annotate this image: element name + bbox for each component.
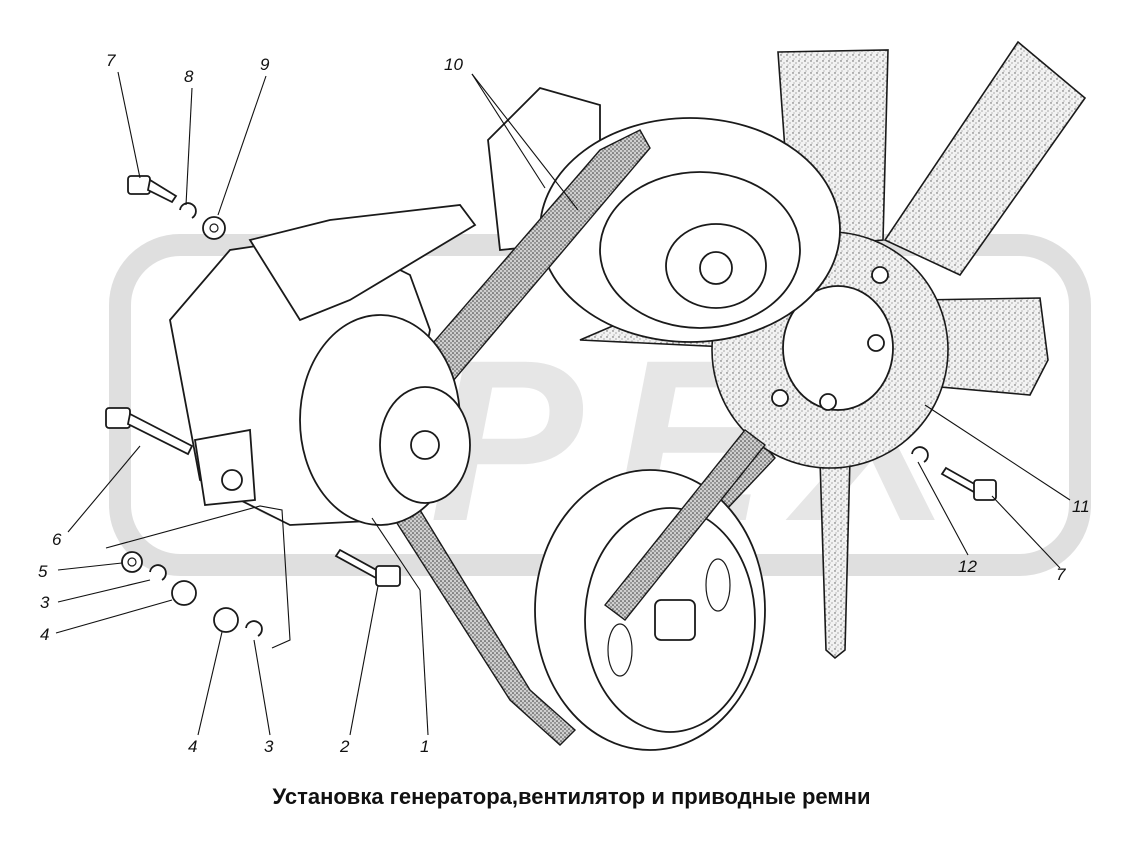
crank-pulley-slot <box>705 558 731 612</box>
callout-4-left: 4 <box>40 625 49 644</box>
callout-7-right: 7 <box>1056 565 1066 584</box>
callout-10: 10 <box>444 55 463 74</box>
callout-3-center: 3 <box>264 737 274 756</box>
callout-8: 8 <box>184 67 194 86</box>
callout-11: 11 <box>1072 497 1090 516</box>
generator <box>169 204 477 526</box>
callout-9: 9 <box>260 55 270 74</box>
fan-bolt-hole <box>871 266 889 284</box>
generator-mount-hole <box>221 469 243 491</box>
fan-bolt-hole <box>771 389 789 407</box>
callout-2: 2 <box>339 737 350 756</box>
fan-bolt-hole <box>867 334 885 352</box>
crank-pulley-slot <box>607 623 633 677</box>
bolt-7-right <box>940 466 997 501</box>
generator-bracket <box>248 204 477 322</box>
bolt-7-left <box>127 175 178 204</box>
callout-5: 5 <box>38 562 48 581</box>
fan-hub-bore <box>782 285 894 411</box>
fan-blade-top-right <box>883 40 1087 277</box>
nut-4-left <box>171 580 197 606</box>
fasteners <box>105 175 997 637</box>
diagram-caption: Установка генератора,вентилятор и привод… <box>272 784 871 809</box>
generator-mount-foot <box>193 428 256 506</box>
washer-5 <box>121 551 143 573</box>
leader-lines <box>55 71 1071 736</box>
callout-6: 6 <box>52 530 62 549</box>
nut-4-center <box>213 607 239 633</box>
crankshaft-pulley <box>534 469 766 751</box>
callout-12: 12 <box>958 557 977 576</box>
callout-7-left: 7 <box>106 51 116 70</box>
lock-washer-8 <box>179 202 197 219</box>
bolt-6 <box>105 407 194 456</box>
callout-labels: 7 8 9 10 6 5 3 4 4 3 2 1 11 12 7 <box>38 51 1090 756</box>
fan-blade-bottom <box>819 457 851 660</box>
generator-pulley-nut <box>410 430 440 460</box>
callout-4-center: 4 <box>188 737 197 756</box>
callout-1: 1 <box>420 737 429 756</box>
belt-right <box>604 429 766 621</box>
fan-bolt-hole <box>819 393 837 411</box>
washer-9 <box>202 216 226 240</box>
callout-3-left: 3 <box>40 593 50 612</box>
lock-washer-12 <box>911 446 929 463</box>
bolt-2 <box>334 548 401 587</box>
lock-washer-3-left <box>149 564 167 581</box>
pump-pulley-nut <box>699 251 733 285</box>
lock-washer-3-center <box>245 620 263 637</box>
crank-pulley-bolt <box>654 599 696 641</box>
